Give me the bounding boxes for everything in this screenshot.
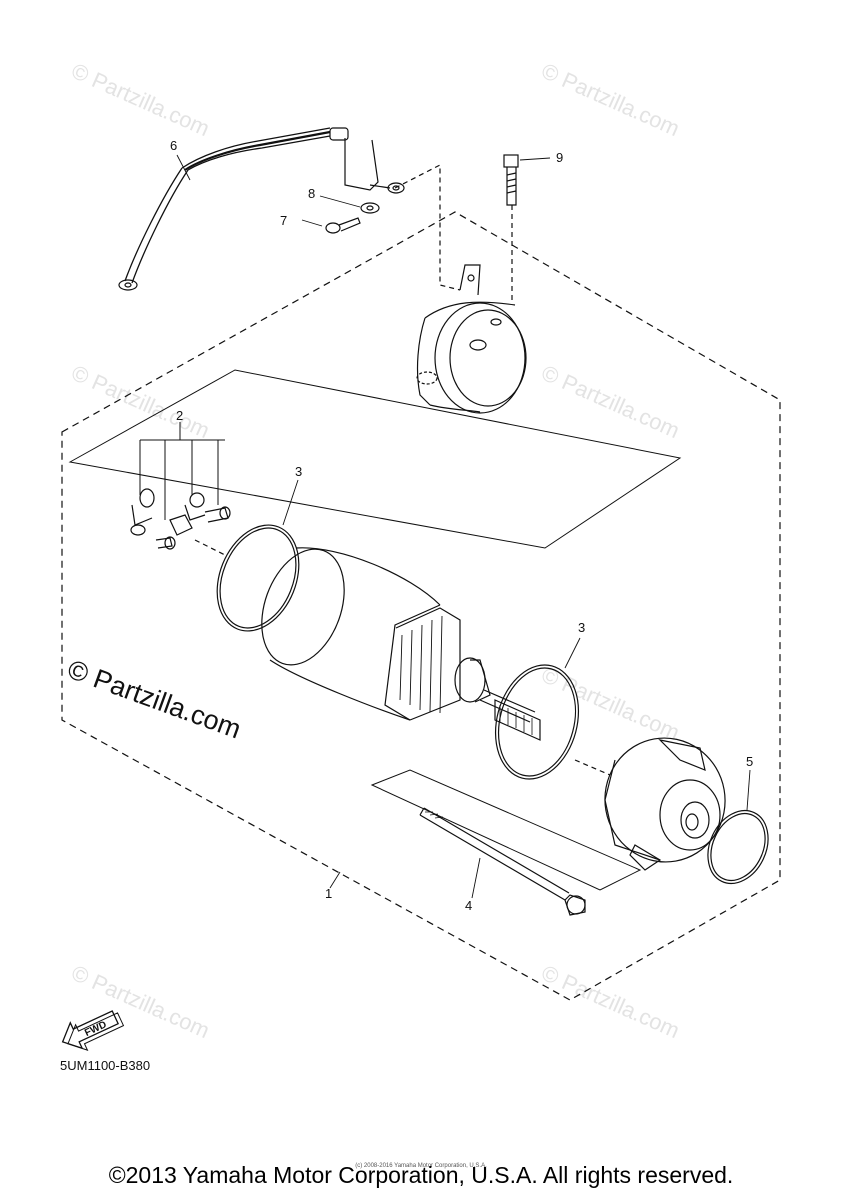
lead-wire: [118, 127, 405, 291]
callout-3-right: 3: [578, 620, 585, 635]
bolt-group-outline: [370, 769, 642, 891]
callout-5: 5: [746, 754, 753, 769]
o-ring-right: [494, 664, 580, 780]
callout-6: 6: [170, 138, 177, 153]
assembly-boundary: [61, 211, 781, 1001]
o-ring-left: [216, 524, 300, 632]
callout-7: 7: [280, 213, 287, 228]
through-bolt: [419, 807, 586, 916]
callout-8: 8: [308, 186, 315, 201]
fwd-arrow-icon: FWD: [61, 1010, 125, 1051]
callout-9: 9: [556, 150, 563, 165]
callout-4: 4: [465, 898, 472, 913]
leader-lines: [176, 154, 751, 899]
callout-3-left: 3: [295, 464, 302, 479]
copyright-notice: ©2013 Yamaha Motor Corporation, U.S.A. A…: [108, 1162, 734, 1188]
small-print: (c) 2008-2016 Yamaha Motor Corporation, …: [355, 1163, 487, 1169]
rear-cover: [416, 264, 527, 414]
screw: [325, 217, 361, 234]
callout-2: 2: [176, 408, 183, 423]
o-ring-small: [707, 809, 769, 885]
brush-group-outline: [68, 369, 682, 549]
washer: [360, 202, 380, 214]
diagram-code: 5UM1100-B380: [60, 1058, 151, 1073]
starter-yoke: [261, 547, 541, 741]
brush-set: [130, 422, 231, 556]
bolt-top: [503, 154, 519, 206]
front-cover: [604, 737, 726, 871]
callout-1: 1: [325, 886, 332, 901]
